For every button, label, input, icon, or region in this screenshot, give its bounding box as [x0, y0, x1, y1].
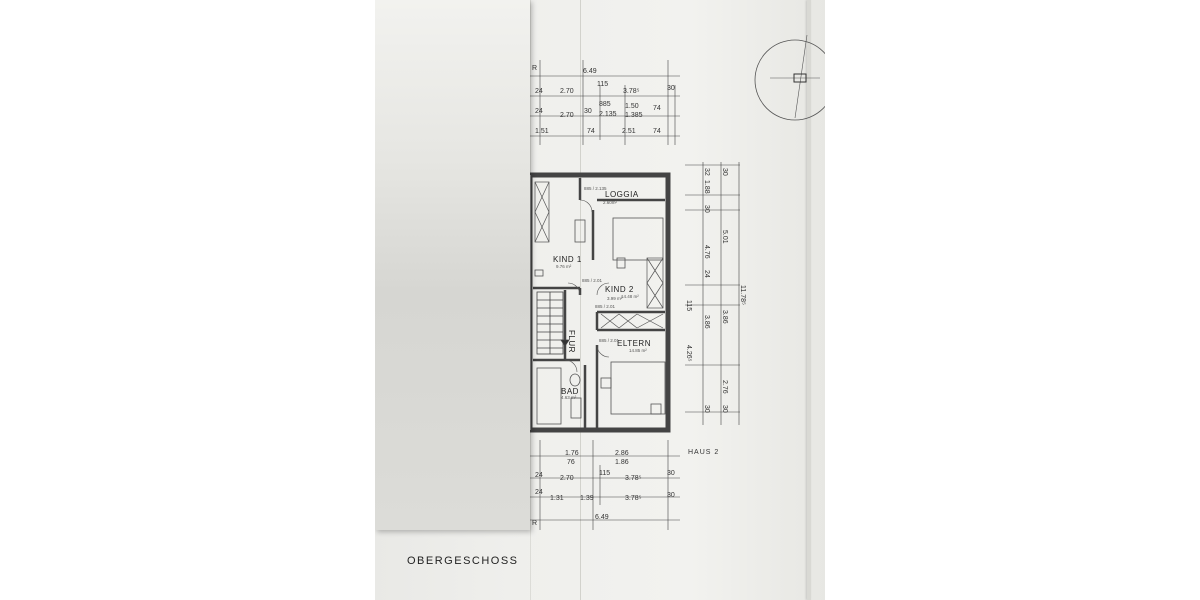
room-name-kind1: KIND 1	[553, 255, 582, 264]
fold-line	[580, 0, 581, 600]
dim-label: 32	[703, 168, 710, 176]
overlapping-paper-sheet	[375, 0, 530, 530]
dim-label: 2.70	[560, 475, 574, 482]
dim-label: 30	[703, 405, 710, 413]
dim-label: 30	[703, 205, 710, 213]
dim-label: 1.50	[625, 103, 639, 110]
dim-label: 115	[599, 470, 610, 477]
dim-label: 24	[535, 489, 543, 496]
top-dimension-lines	[525, 60, 680, 145]
dim-label: 30	[584, 108, 592, 115]
room-area-eltern: 14.85 m²	[629, 348, 647, 353]
interior-walls	[533, 178, 665, 428]
dim-label: 1.39	[580, 495, 594, 502]
room-name-flur: FLUR	[567, 330, 576, 353]
door-swings	[564, 199, 610, 373]
room-area-kind1: 9.76 m²	[556, 264, 572, 269]
dim-label: 4.76	[703, 245, 710, 259]
dim-label: 1.76	[565, 450, 579, 457]
dim-label: 5.01	[721, 230, 728, 244]
dim-label: 74	[653, 128, 661, 135]
dim-label: R	[532, 65, 537, 72]
furniture	[534, 217, 666, 425]
dim-label: R	[532, 520, 537, 527]
dim-label: 1.88	[703, 180, 710, 194]
dim-label: 2.135	[599, 111, 617, 118]
dim-label: 3.86	[721, 310, 728, 324]
dim-label: 24	[535, 472, 543, 479]
door-label: 885 / 2.01	[599, 338, 620, 343]
sheet-edge	[807, 0, 811, 600]
staircase	[536, 291, 570, 355]
dim-label: 115	[685, 300, 692, 311]
dim-label: 1.86	[615, 459, 629, 466]
dim-label: 6.49	[595, 514, 609, 521]
room-name-kind2: KIND 2	[605, 285, 634, 294]
dim-label: 3.78⁵	[623, 88, 640, 95]
room-area-loggia: 2.60m²	[603, 200, 618, 205]
door-label: 885 / 2.01	[582, 278, 603, 283]
dim-label: 11.78⁵	[739, 285, 746, 305]
dim-label: 885	[599, 101, 611, 108]
dim-label: 2.70	[560, 88, 574, 95]
room-area-flur: 3.99 m²	[607, 296, 623, 301]
built-in-cabinets	[534, 181, 664, 329]
dim-label: 30	[721, 168, 728, 176]
dim-label: 2.70	[560, 112, 574, 119]
dim-label: 3.78⁵	[625, 495, 642, 502]
dim-label: 30	[667, 492, 675, 499]
dim-label: 30	[667, 470, 675, 477]
dim-label: 3.78⁵	[625, 475, 642, 482]
dim-label: 30	[721, 405, 728, 413]
dim-label: 2.51	[622, 128, 636, 135]
dim-label: 76	[567, 459, 575, 466]
dim-label: 74	[653, 105, 661, 112]
north-arrow-icon	[754, 34, 825, 121]
dim-label: 1.385	[625, 112, 643, 119]
dim-label: 3.86	[703, 315, 710, 329]
room-area-kind2: 14.48 m²	[621, 294, 639, 299]
floor-title: OBERGESCHOSS	[407, 555, 519, 567]
dim-label: 1.51	[535, 128, 549, 135]
dim-label: 2.86	[615, 450, 629, 457]
dim-label: 1.31	[550, 495, 564, 502]
dim-label: 30	[667, 85, 675, 92]
dim-label: 24	[535, 108, 543, 115]
dim-label: 6.49	[583, 68, 597, 75]
dim-label: 115	[597, 81, 608, 88]
dim-label: 24	[535, 88, 543, 95]
dim-label: 2.76	[721, 380, 728, 394]
house-label: HAUS 2	[688, 449, 720, 456]
room-name-loggia: LOGGIA	[605, 190, 639, 199]
right-dimension-lines	[685, 162, 740, 425]
dim-label: 4.26⁵	[685, 345, 692, 362]
door-label: 885 / 2.01	[595, 304, 616, 309]
room-name-eltern: ELTERN	[617, 339, 651, 348]
room-name-bad: BAD	[561, 387, 579, 396]
plan-photo: R 6.49 24 2.70 115 3.78⁵ 30 24 2.70 30 1…	[375, 0, 825, 600]
bottom-dimension-lines	[525, 440, 680, 530]
door-label: 885 / 2.135	[584, 186, 607, 191]
room-area-bad: 4.63 m²	[561, 395, 577, 400]
dim-label: 74	[587, 128, 595, 135]
dim-label: 24	[703, 270, 710, 278]
